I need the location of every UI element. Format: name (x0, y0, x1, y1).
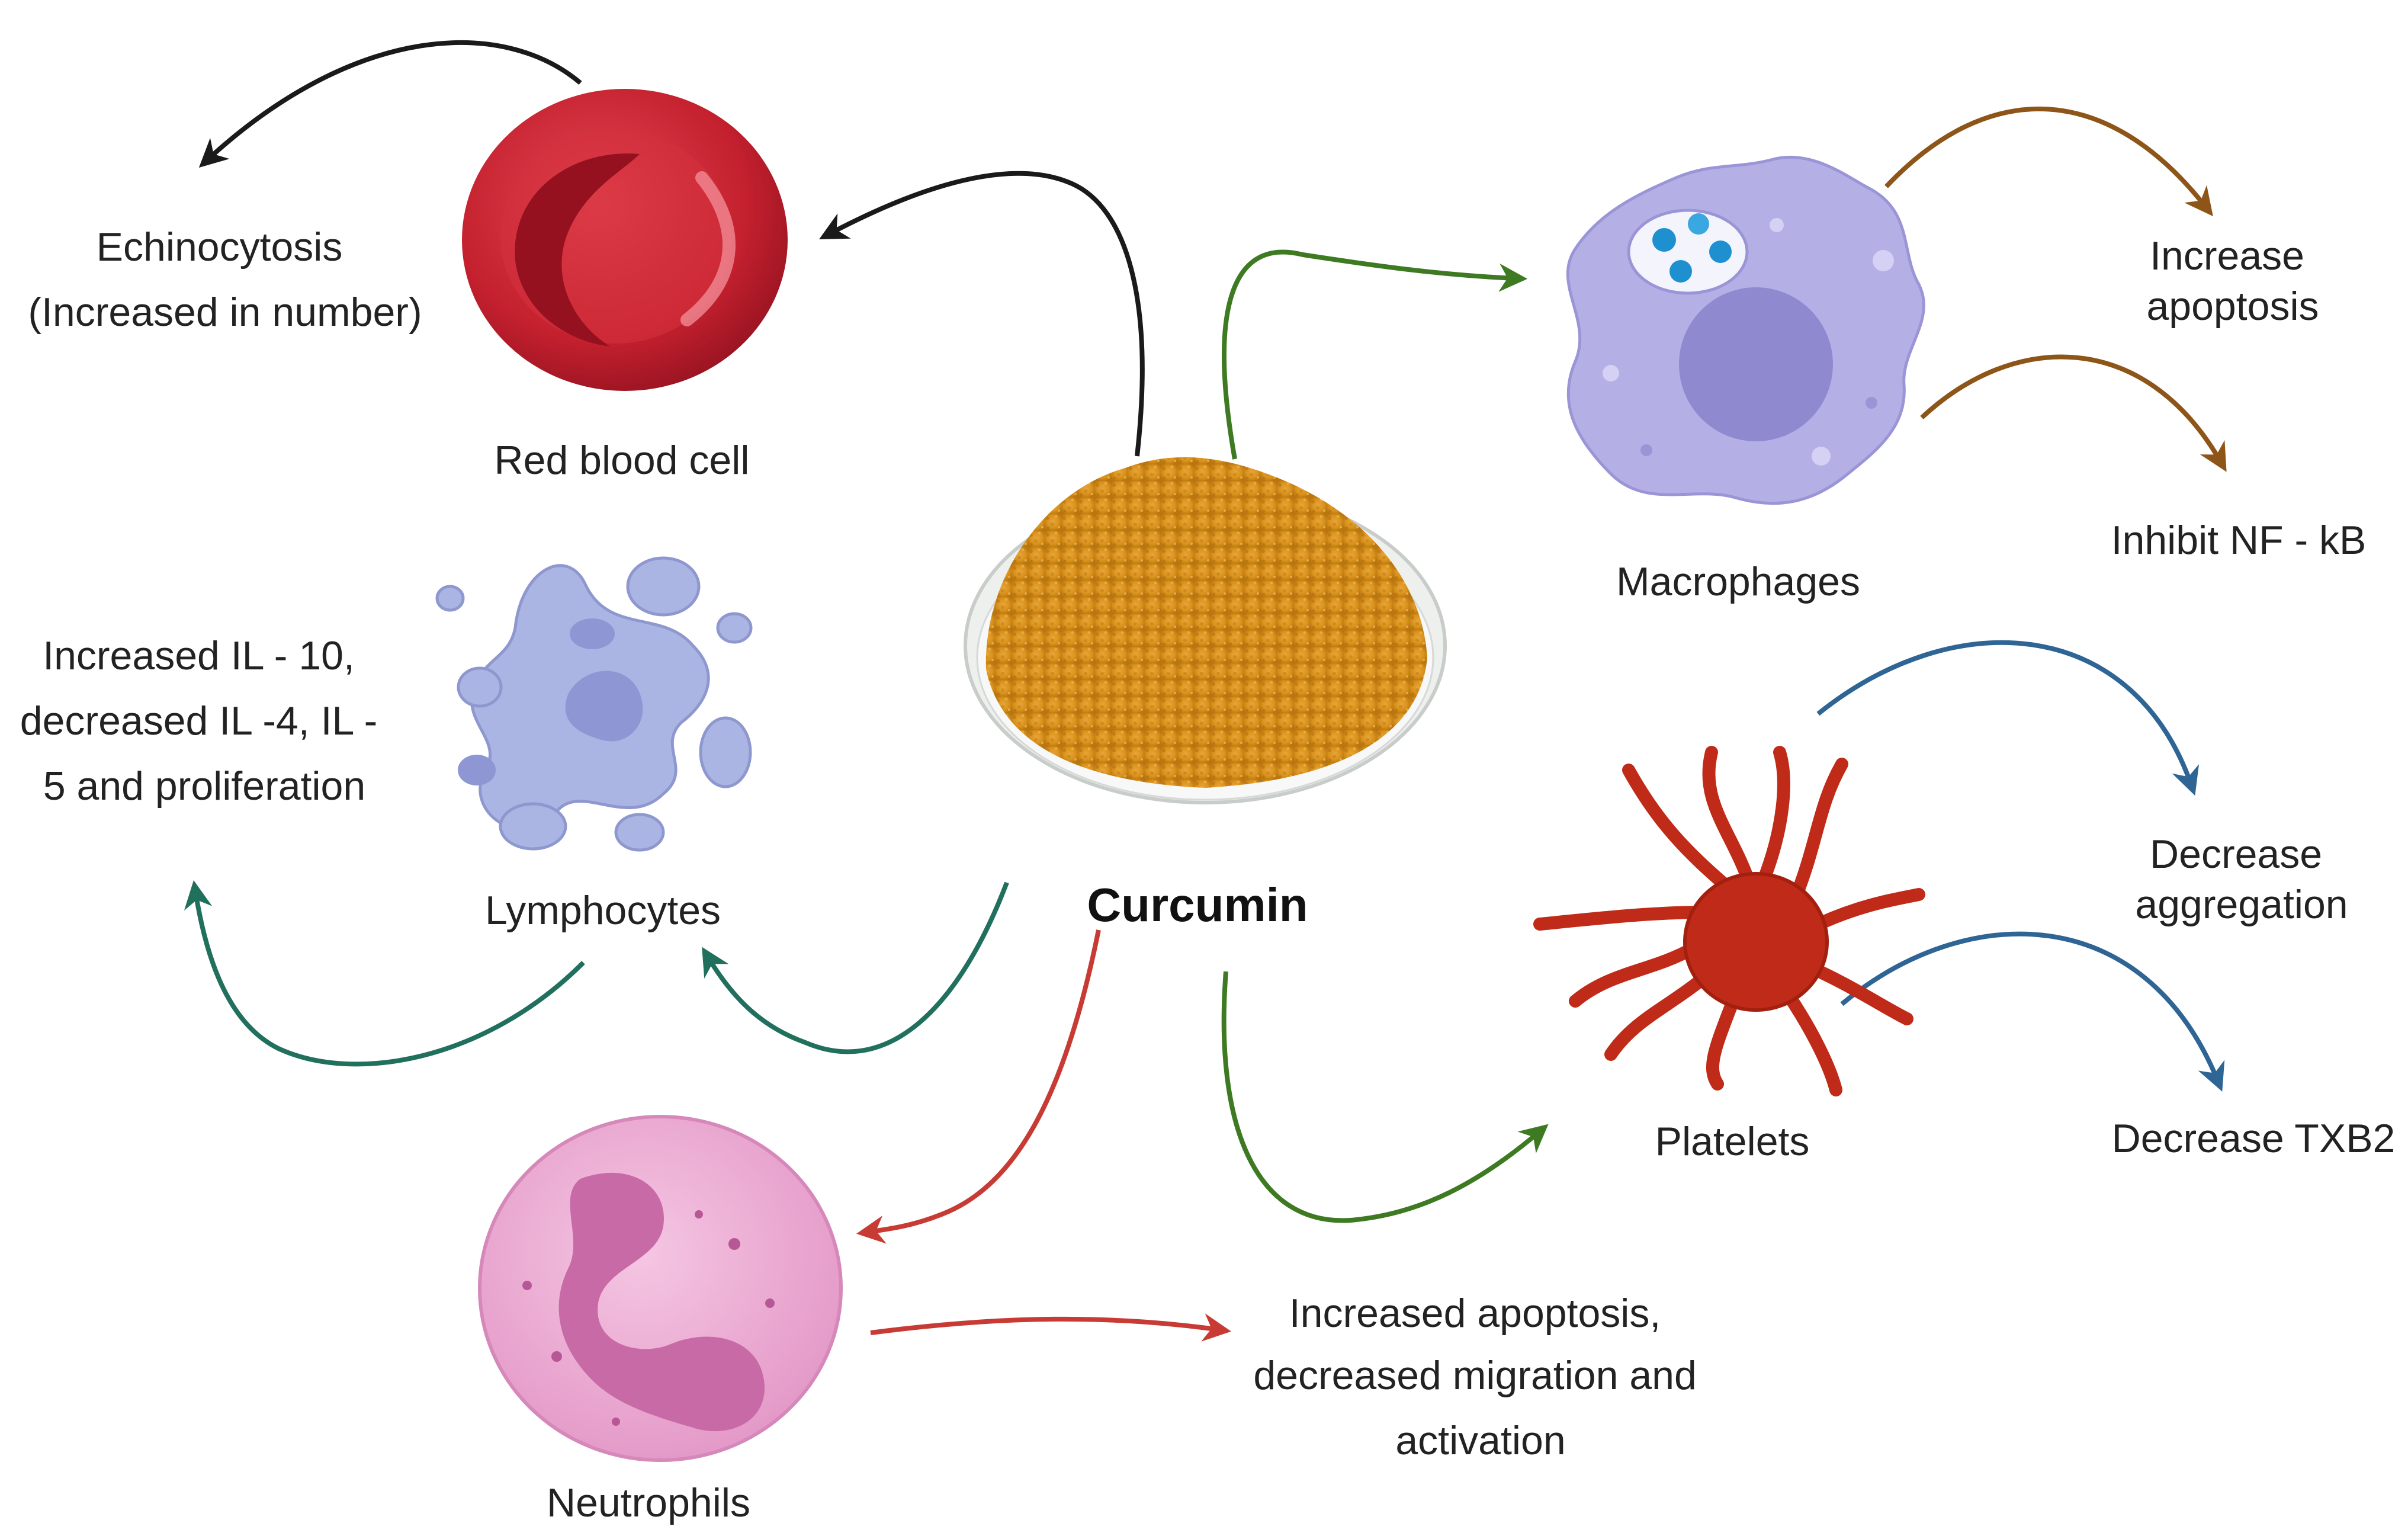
lymphocytes-effect-line: 5 and proliferation (43, 764, 365, 809)
platelet-cell (1533, 746, 1925, 1096)
arrow-curcumin-to-lymphocytes (702, 881, 1009, 1054)
lymphocytes-effect-line: Increased IL - 10, (43, 633, 355, 678)
macrophages-effect-line: Increase (2150, 233, 2304, 278)
lymphocytes-cluster (435, 556, 753, 852)
platelets-effect-line: Decrease (2150, 832, 2322, 877)
arrow-neutrophils-to-effect (870, 1313, 1232, 1342)
neutrophils-effect-line: activation (1395, 1418, 1565, 1463)
neutrophils-effect-line: Increased apoptosis, (1289, 1291, 1661, 1336)
macrophages-label: Macrophages (1616, 559, 1860, 604)
macrophages-effect-line: apoptosis (2146, 284, 2319, 329)
red-blood-cell (462, 89, 788, 391)
arrows (184, 40, 2227, 1342)
rbc-label: Red blood cell (495, 438, 750, 483)
arrow-curcumin-to-macrophages (1222, 249, 1528, 460)
arrow-lymphocytes-to-effect (184, 880, 585, 1067)
arrow-platelets-to-aggregation (1816, 640, 2200, 796)
rbc-effect: Echinocytosis (Increased in number) (28, 225, 422, 335)
lymphocytes-effect-line: decreased IL -4, IL - (20, 698, 378, 743)
neutrophil-cell (478, 1115, 843, 1462)
platelets-effect-txb2: Decrease TXB2 (2112, 1116, 2396, 1161)
macrophages-effect-apoptosis: Increase apoptosis (2146, 233, 2319, 329)
arrow-macrophages-to-apoptosis (1884, 106, 2213, 217)
platelets-effect-line: aggregation (2135, 882, 2348, 927)
platelets-effect-line: Decrease TXB2 (2112, 1116, 2396, 1161)
center-label: Curcumin (1087, 878, 1308, 931)
arrow-curcumin-to-platelets (1221, 971, 1549, 1223)
curcumin-powder (985, 457, 1427, 788)
neutrophils-effect: Increased apoptosis, decreased migration… (1253, 1291, 1707, 1463)
arrow-rbc-to-echinocytosis (198, 40, 582, 168)
platelets-effect-aggregation: Decrease aggregation (2135, 832, 2348, 927)
lymphocytes-label: Lymphocytes (485, 888, 721, 933)
arrow-curcumin-to-rbc (819, 171, 1145, 457)
macrophage-cell (1566, 155, 1925, 505)
lymphocytes-effect: Increased IL - 10, decreased IL -4, IL -… (20, 633, 389, 809)
neutrophils-effect-line: decreased migration and (1253, 1353, 1696, 1398)
neutrophils-label: Neutrophils (547, 1480, 750, 1525)
arrow-curcumin-to-neutrophils (856, 929, 1101, 1244)
curcumin-bowl (964, 457, 1447, 804)
platelets-label: Platelets (1655, 1119, 1810, 1164)
macrophages-effect-line: Inhibit NF - kB (2111, 518, 2367, 563)
macrophages-effect-nfkb: Inhibit NF - kB (2111, 518, 2367, 563)
arrow-macrophages-to-nfkb (1920, 354, 2227, 472)
arrow-platelets-to-txb2 (1840, 931, 2225, 1092)
rbc-effect-line: Echinocytosis (97, 225, 343, 270)
labels: Curcumin Red blood cell Lymphocytes Neut… (20, 225, 2396, 1525)
rbc-effect-line: (Increased in number) (28, 290, 422, 335)
